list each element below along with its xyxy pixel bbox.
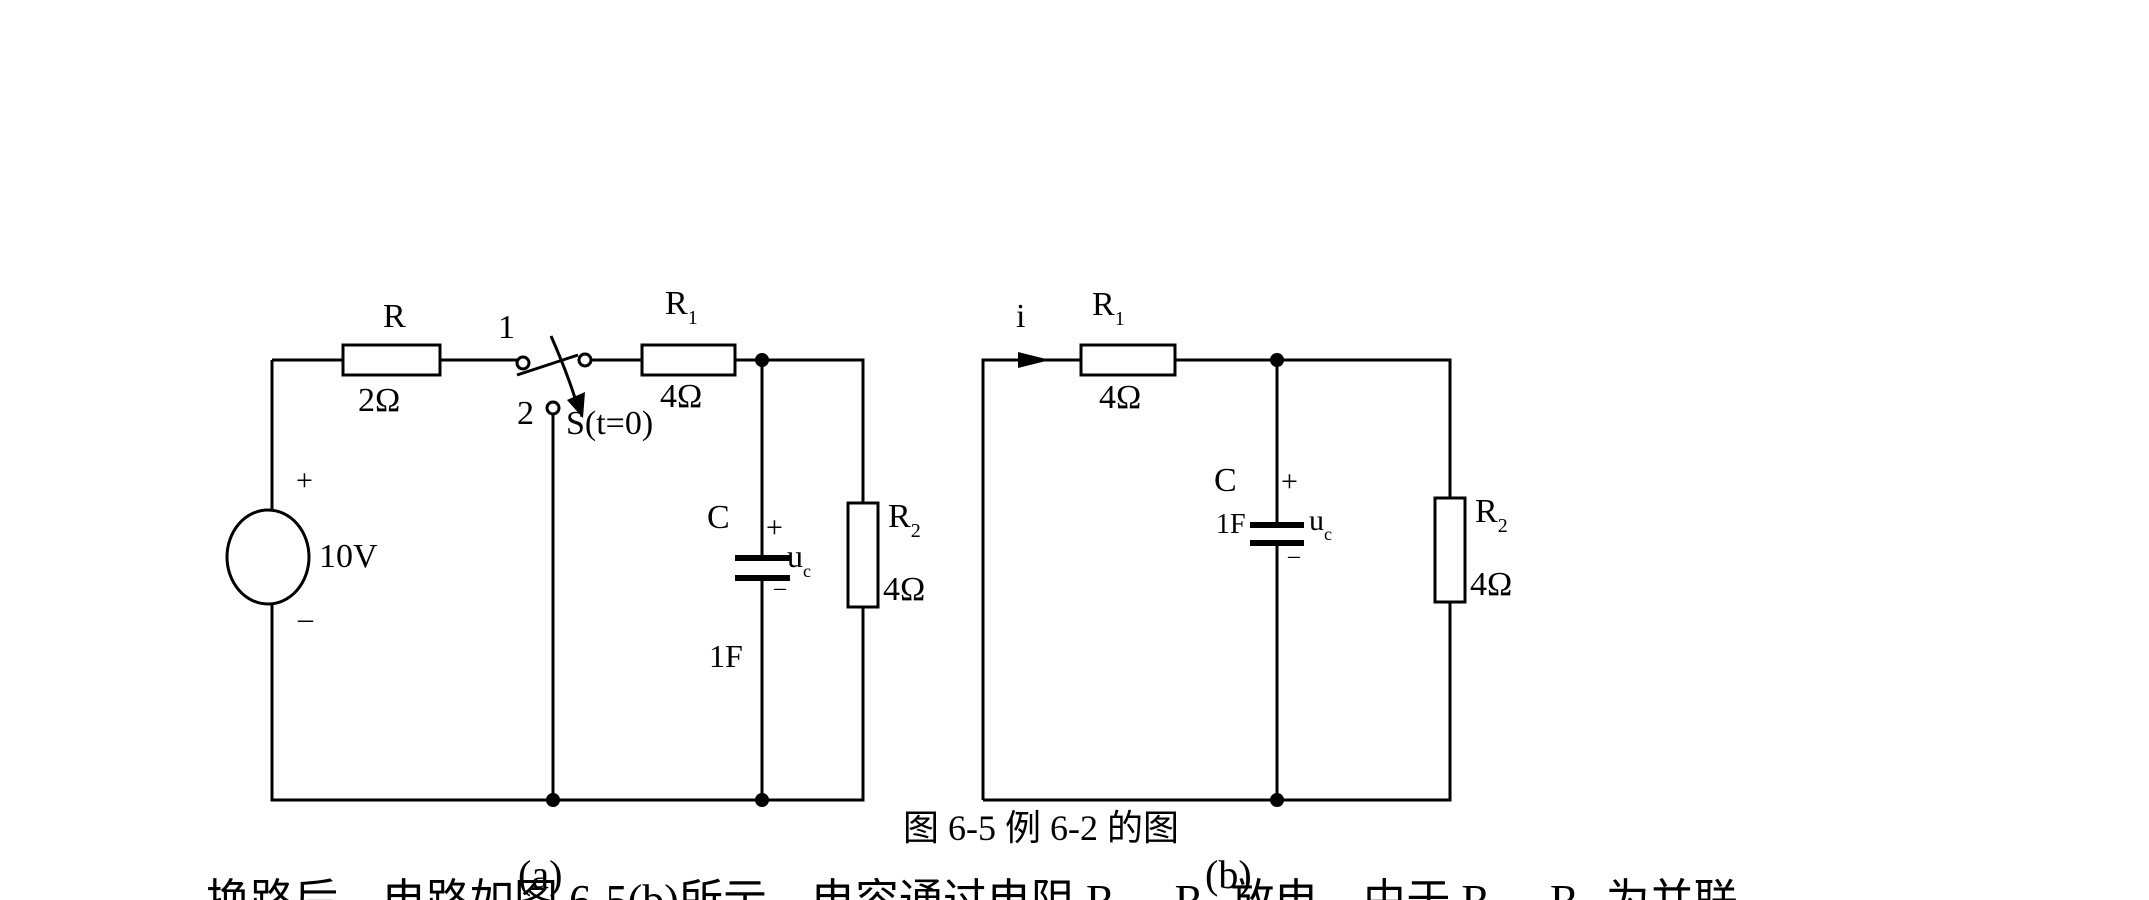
resistor-r2-value: 4Ω <box>1470 566 1512 603</box>
resistor-r2-name: R2 <box>1475 493 1508 537</box>
resistor-r <box>341 343 442 377</box>
resistor-r2 <box>1433 496 1467 604</box>
current-arrow <box>1018 352 1050 368</box>
figure-caption: 图 6-5 例 6-2 的图 <box>903 808 1179 848</box>
resistor-r2-name: R2 <box>888 498 921 542</box>
resistor-r-value: 2Ω <box>358 382 400 419</box>
capacitor-value: 1F <box>709 638 743 674</box>
current-label: i <box>1016 298 1025 335</box>
switch-label: S(t=0) <box>566 405 653 442</box>
switch-label-2: 2 <box>517 395 534 432</box>
source-plus: + <box>296 464 313 497</box>
switch-contact-2 <box>545 400 561 416</box>
capacitor-voltage: uc <box>1309 504 1332 544</box>
source-value: 10V <box>319 538 378 575</box>
junction-dot <box>755 793 769 807</box>
body-text-line: 换路后，电路如图 6-5(b)所示，电容通过电阻 R₁、R₂ 放电，由于 R₁、… <box>206 876 1738 900</box>
switch-blade <box>516 353 579 377</box>
capacitor-minus: – <box>773 575 787 601</box>
resistor-r1 <box>1079 343 1177 377</box>
wire-a-r1-to-right <box>735 358 865 503</box>
resistor-r1-name: R1 <box>665 285 698 329</box>
switch-arrow-head <box>567 392 585 418</box>
resistor-r1 <box>640 343 737 377</box>
resistor-r1-name: R1 <box>1092 286 1125 330</box>
resistor-r1-value: 4Ω <box>1099 379 1141 416</box>
resistor-r2-value: 4Ω <box>883 571 925 608</box>
caption-a: (a) <box>518 852 562 897</box>
resistor-r2 <box>846 501 880 609</box>
voltage-source <box>225 508 311 606</box>
resistor-r1-value: 4Ω <box>660 378 702 415</box>
capacitor-minus: – <box>1287 543 1301 569</box>
wire-b-top-left <box>981 358 1081 800</box>
caption-b: (b) <box>1205 852 1252 897</box>
circuit-a: R 2Ω 1 2 S(t=0) R1 4Ω + – 10V C + – uc 1… <box>225 285 925 897</box>
junction-dot <box>755 353 769 367</box>
junction-dot <box>1270 793 1284 807</box>
switch-contact-right <box>577 352 593 368</box>
capacitor-voltage: uc <box>787 538 811 581</box>
capacitor-plus: + <box>766 511 783 544</box>
capacitor-name: C <box>707 499 730 536</box>
circuit-b: i R1 4Ω C + 1F uc – R2 4Ω (b) <box>981 286 1512 897</box>
switch-label-1: 1 <box>498 309 515 346</box>
junction-dot <box>1270 353 1284 367</box>
resistor-r-name: R <box>383 298 406 335</box>
capacitor-value: 1F <box>1216 509 1246 540</box>
wire-b-bottom <box>983 602 1452 802</box>
wire-b-top-right <box>1175 358 1452 498</box>
junction-dot <box>546 793 560 807</box>
switch-contact-1 <box>515 355 531 371</box>
capacitor-name: C <box>1214 462 1237 499</box>
source-minus: – <box>297 602 314 635</box>
switch-arc-arrow <box>549 335 577 399</box>
wire-a-r2-to-bottom <box>270 605 865 802</box>
capacitor-plus: + <box>1281 465 1298 498</box>
